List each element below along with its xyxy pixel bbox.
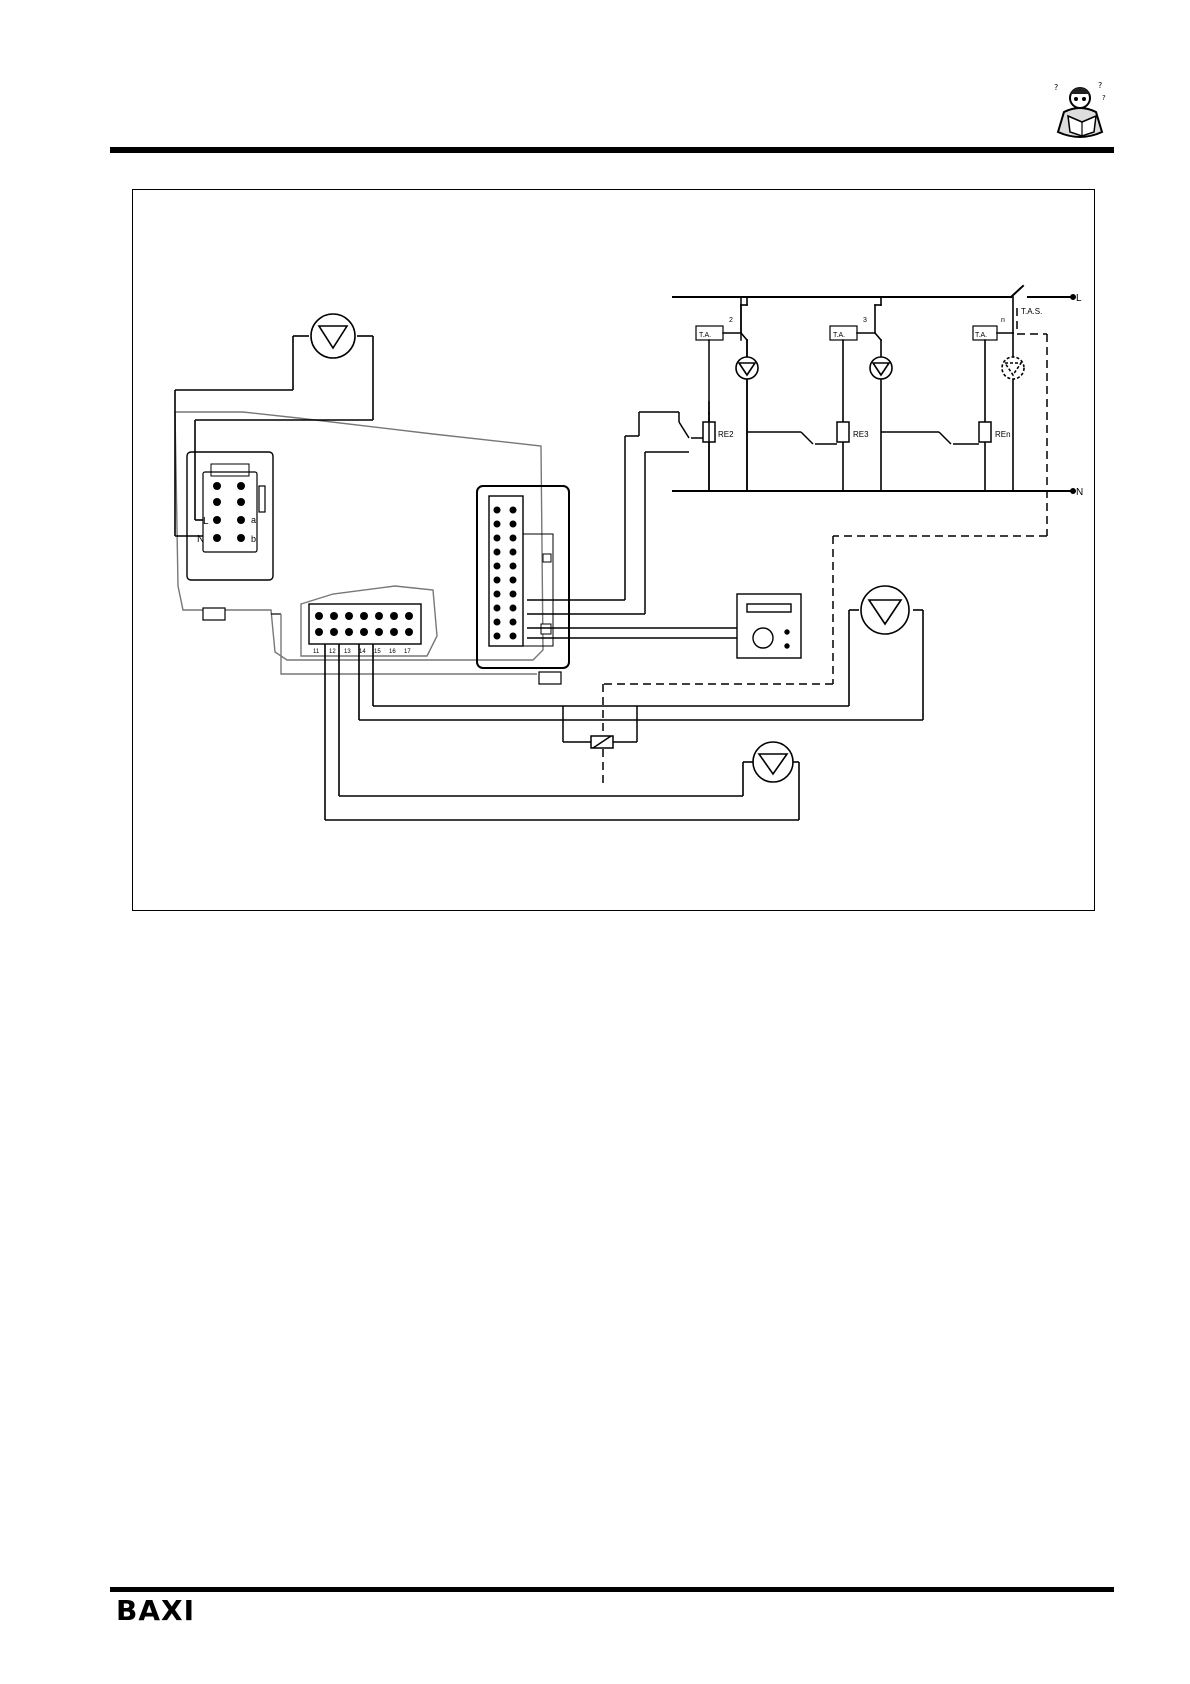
terminal-15-label: 15 (374, 649, 381, 655)
reading-technician-icon: ? ? ? (1054, 81, 1106, 138)
connector-l-label: L (203, 516, 209, 527)
svg-text:?: ? (1054, 83, 1058, 92)
terminal-11-label: 11 (313, 649, 320, 655)
connector-screws (213, 482, 245, 542)
connector-b-label: b (251, 534, 256, 544)
terminal-16-label: 16 (389, 649, 396, 655)
zonen-number: n (1001, 317, 1005, 324)
remote-controller-icon (736, 593, 802, 659)
relay-re3-coil (836, 421, 850, 443)
connector-a-label: a (251, 515, 256, 525)
zone3-number: 3 (863, 317, 867, 324)
zone2-relay-label: RE2 (718, 430, 734, 439)
terminal-strip (308, 603, 422, 645)
boiler-outline (174, 411, 544, 661)
connector-n-label: N (197, 534, 204, 545)
terminal-strip-screws (315, 612, 413, 636)
zone3-thermostat-label: T.A. (833, 332, 845, 339)
relay-ren-coil (978, 421, 992, 443)
main-connector-box (186, 451, 274, 581)
header-rule (110, 147, 1114, 153)
zone3-relay-label: RE3 (853, 430, 869, 439)
terminal-13-label: 13 (344, 649, 351, 655)
svg-text:?: ? (1102, 94, 1106, 102)
zone2-number: 2 (729, 317, 733, 324)
svg-text:?: ? (1098, 81, 1102, 90)
zone-control-screws (493, 506, 517, 640)
terminal-12-label: 12 (329, 649, 336, 655)
footer-rule (110, 1587, 1114, 1592)
neutral-bus-label: N (1076, 487, 1083, 498)
terminal-14-label: 14 (359, 649, 366, 655)
baxi-logo: BAXI (116, 1594, 196, 1627)
wiring-diagram: L N T.A.S. T.A. 2 RE2 T.A. 3 RE3 T.A. n … (132, 189, 1095, 911)
wiring-diagram-canvas: L N T.A.S. T.A. 2 RE2 T.A. 3 RE3 T.A. n … (174, 284, 1083, 821)
line-bus-label: L (1076, 293, 1082, 304)
zone-control-box (476, 485, 570, 669)
zonen-relay-label: REn (995, 430, 1011, 439)
zonen-thermostat-label: T.A. (975, 332, 987, 339)
zone2-thermostat-label: T.A. (699, 332, 711, 339)
safety-thermostat-label: T.A.S. (1021, 307, 1042, 316)
terminal-17-label: 17 (404, 649, 411, 655)
